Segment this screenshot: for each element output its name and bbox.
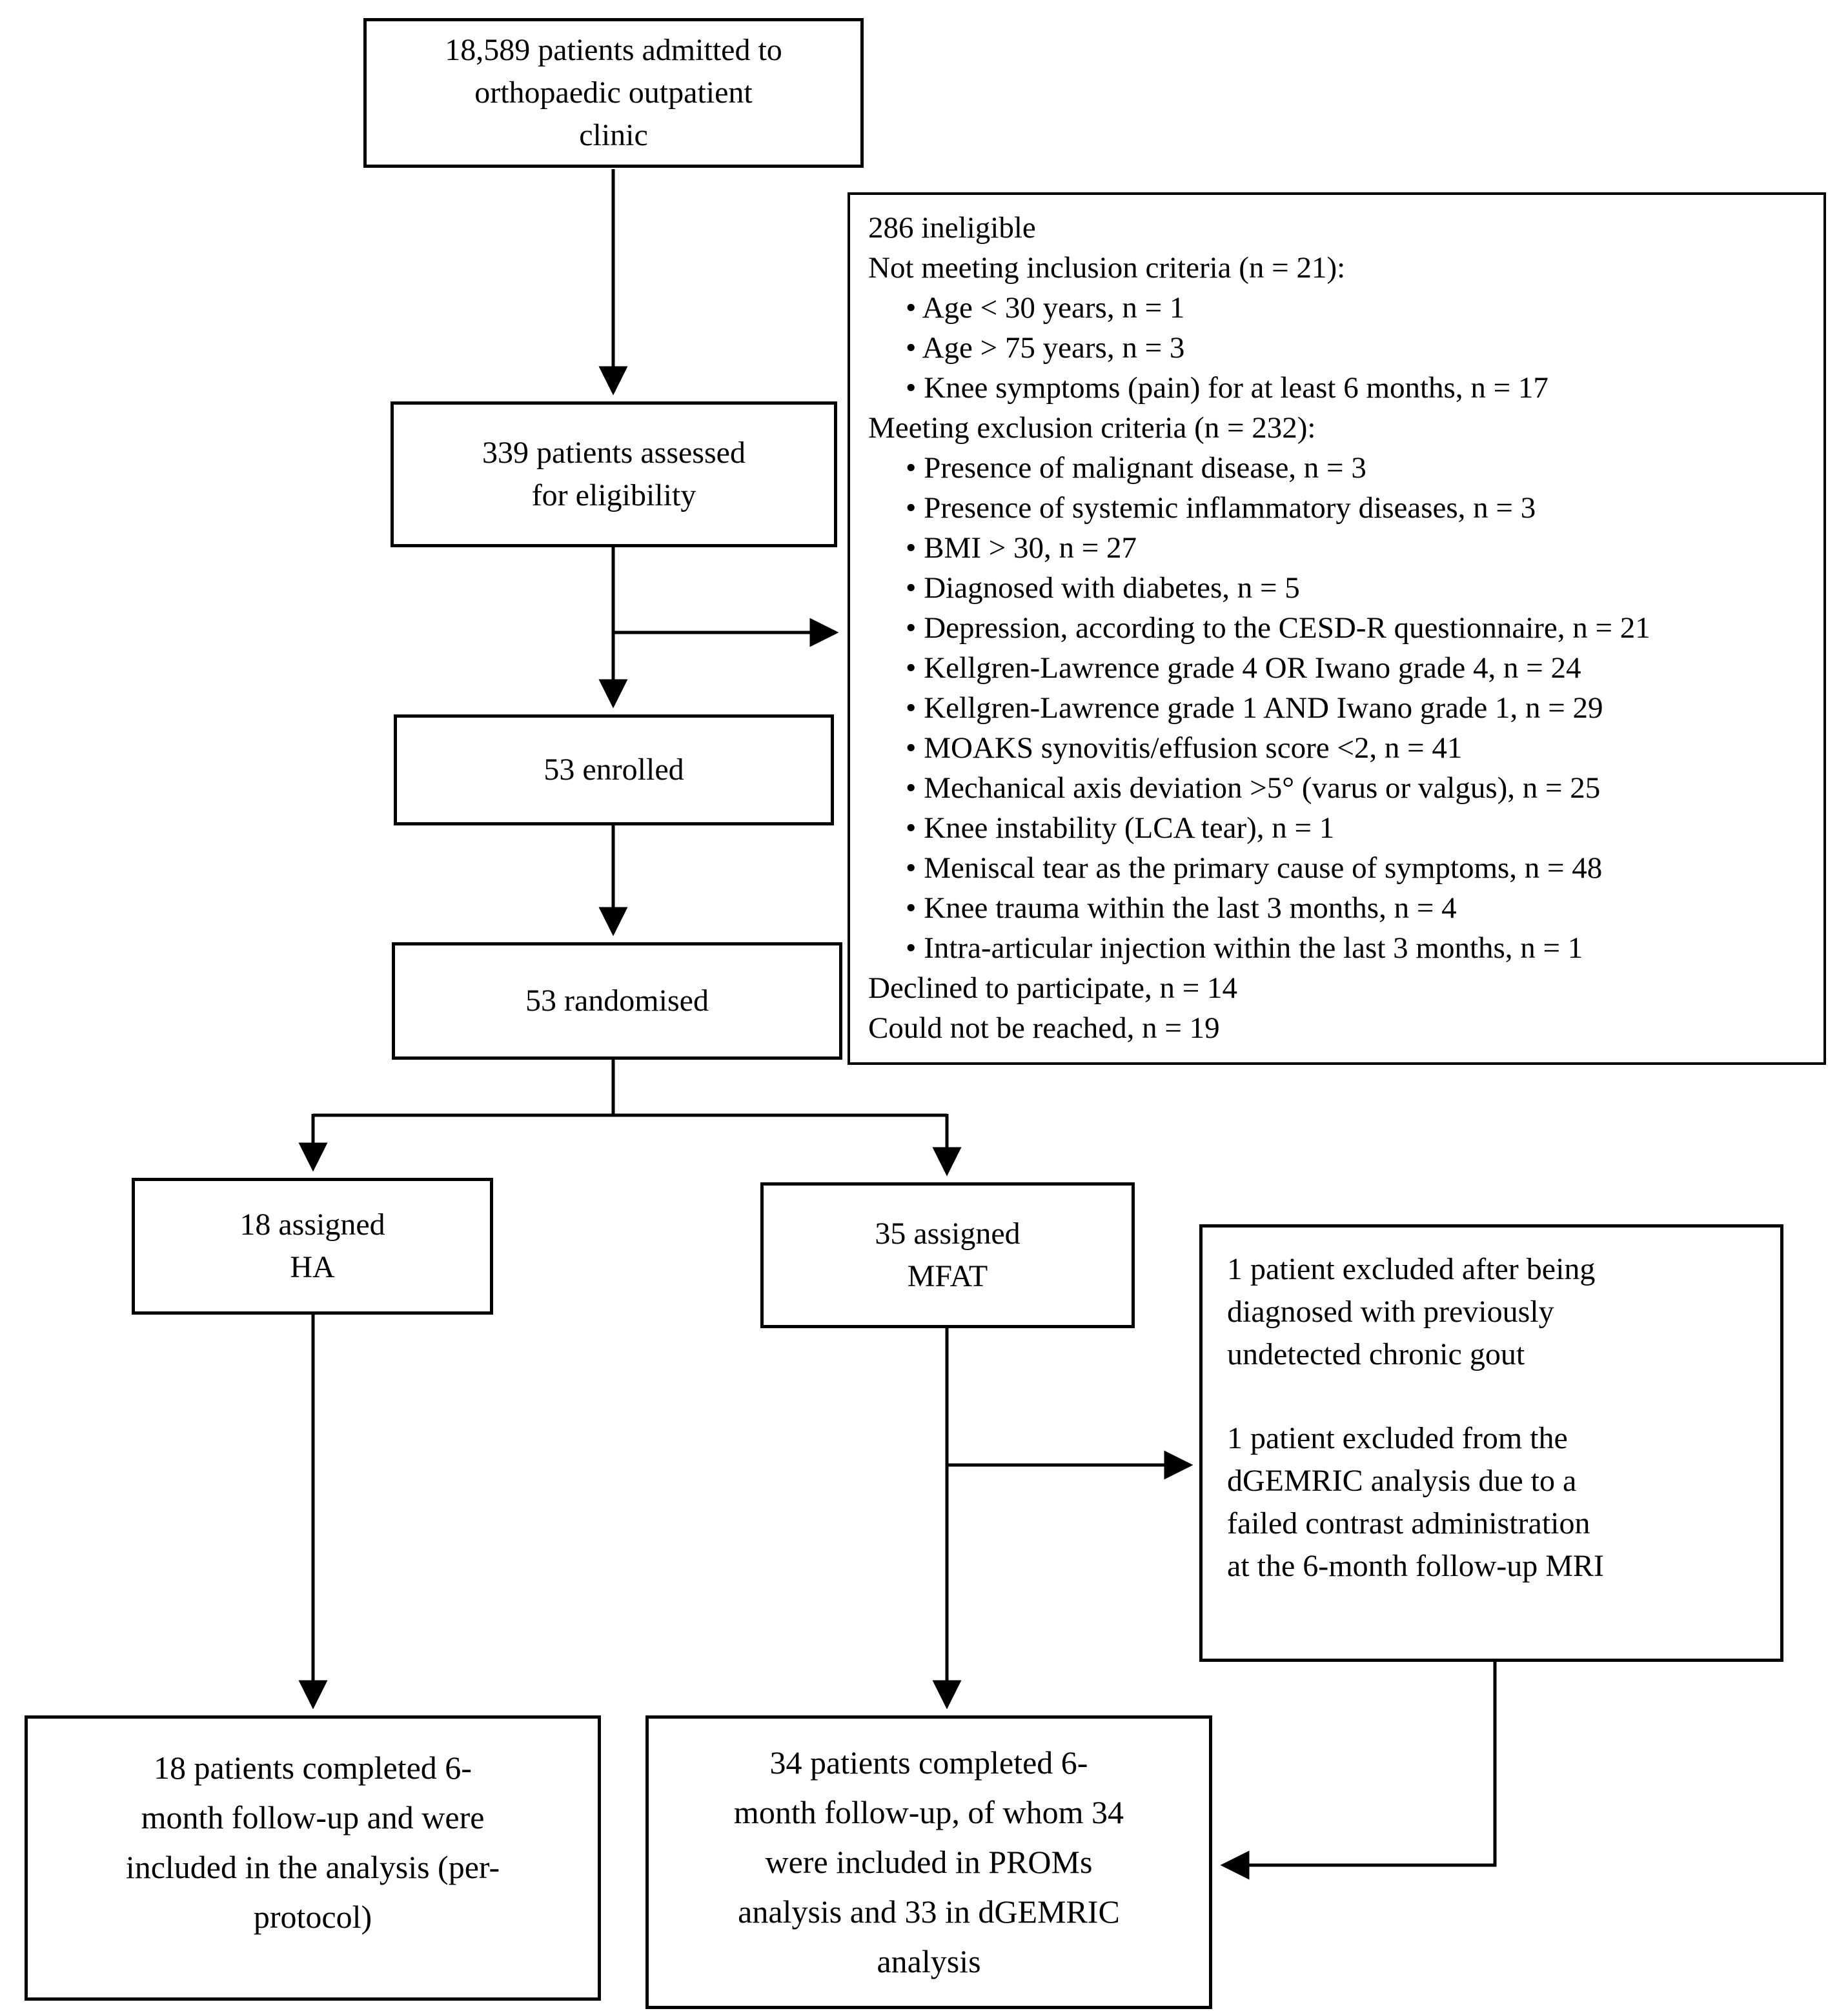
ineligible-item: • Intra-articular injection within the l… [906, 931, 1583, 965]
excluded-mfat-line: dGEMRIC analysis due to a [1227, 1464, 1577, 1498]
box-completed-mfat-line: were included in PROMs [765, 1844, 1093, 1880]
ineligible-line: Meeting exclusion criteria (n = 232): [868, 411, 1316, 445]
ineligible-item: • Knee trauma within the last 3 months, … [906, 891, 1457, 925]
box-admitted-line: clinic [579, 118, 648, 152]
box-enrolled-line: 53 enrolled [543, 753, 684, 787]
ineligible-item: • Presence of systemic inflammatory dise… [906, 491, 1536, 525]
box-assigned-ha-line: 18 assigned [239, 1208, 385, 1242]
ineligible-item: • Diagnosed with diabetes, n = 5 [906, 571, 1300, 605]
box-randomised: 53 randomised [392, 942, 842, 1060]
box-completed-mfat-line: analysis and 33 in dGEMRIC [738, 1894, 1120, 1930]
box-completed-ha: 18 patients completed 6- month follow-up… [25, 1715, 601, 2001]
box-assessed-line: 339 patients assessed [482, 436, 746, 470]
ineligible-item: • Age > 75 years, n = 3 [906, 331, 1185, 365]
excluded-mfat-line: failed contrast administration [1227, 1506, 1590, 1541]
box-randomised-line: 53 randomised [525, 984, 709, 1018]
box-excluded-mfat: 1 patient excluded after being diagnosed… [1199, 1224, 1783, 1662]
box-assigned-mfat-line: MFAT [907, 1259, 988, 1293]
box-completed-mfat-line: analysis [877, 1943, 981, 1979]
ineligible-item: • Depression, according to the CESD-R qu… [906, 611, 1650, 645]
excluded-mfat-line: 1 patient excluded from the [1227, 1421, 1568, 1455]
ineligible-item: • Knee instability (LCA tear), n = 1 [906, 811, 1335, 845]
box-assigned-ha-line: HA [290, 1250, 335, 1284]
excluded-mfat-line: undetected chronic gout [1227, 1337, 1525, 1371]
ineligible-item: • Age < 30 years, n = 1 [906, 291, 1185, 325]
ineligible-item: • Kellgren-Lawrence grade 4 OR Iwano gra… [906, 651, 1581, 685]
box-completed-mfat-line: month follow-up, of whom 34 [733, 1794, 1124, 1830]
box-completed-ha-line: month follow-up and were [141, 1799, 485, 1835]
ineligible-line: Could not be reached, n = 19 [868, 1011, 1220, 1045]
box-assessed: 339 patients assessed for eligibility [391, 401, 837, 547]
box-assessed-line: for eligibility [531, 478, 696, 512]
box-admitted-line: orthopaedic outpatient [474, 76, 753, 110]
box-completed-mfat-line: 34 patients completed 6- [769, 1744, 1088, 1781]
ineligible-item: • Mechanical axis deviation >5° (varus o… [906, 771, 1601, 805]
box-completed-ha-line: 18 patients completed 6- [154, 1750, 472, 1786]
excluded-mfat-line: at the 6-month follow-up MRI [1227, 1549, 1604, 1583]
ineligible-line: 286 ineligible [868, 211, 1036, 245]
ineligible-item: • MOAKS synovitis/effusion score <2, n =… [906, 731, 1463, 765]
ineligible-line: Declined to participate, n = 14 [868, 971, 1238, 1005]
ineligible-line: Not meeting inclusion criteria (n = 21): [868, 251, 1346, 285]
connector-excluded-to-completed-mfat [1220, 1662, 1497, 1880]
box-ineligible: 286 ineligible Not meeting inclusion cri… [848, 192, 1826, 1065]
box-assigned-mfat: 35 assigned MFAT [760, 1182, 1135, 1328]
excluded-mfat-line: diagnosed with previously [1227, 1295, 1554, 1329]
ineligible-item: • BMI > 30, n = 27 [906, 531, 1137, 565]
box-enrolled: 53 enrolled [394, 714, 834, 825]
box-admitted-line: 18,589 patients admitted to [445, 33, 782, 67]
ineligible-item: • Knee symptoms (pain) for at least 6 mo… [906, 371, 1548, 405]
box-assigned-mfat-line: 35 assigned [875, 1217, 1020, 1251]
ineligible-item: • Kellgren-Lawrence grade 1 AND Iwano gr… [906, 691, 1603, 725]
box-assigned-ha: 18 assigned HA [132, 1178, 493, 1315]
ineligible-item: • Meniscal tear as the primary cause of … [906, 851, 1603, 885]
ineligible-item: • Presence of malignant disease, n = 3 [906, 451, 1366, 485]
box-completed-ha-line: protocol) [253, 1899, 372, 1935]
box-completed-mfat: 34 patients completed 6- month follow-up… [645, 1715, 1212, 2009]
box-completed-ha-line: included in the analysis (per- [125, 1849, 500, 1885]
excluded-mfat-line: 1 patient excluded after being [1227, 1252, 1596, 1286]
box-admitted: 18,589 patients admitted to orthopaedic … [363, 18, 864, 168]
